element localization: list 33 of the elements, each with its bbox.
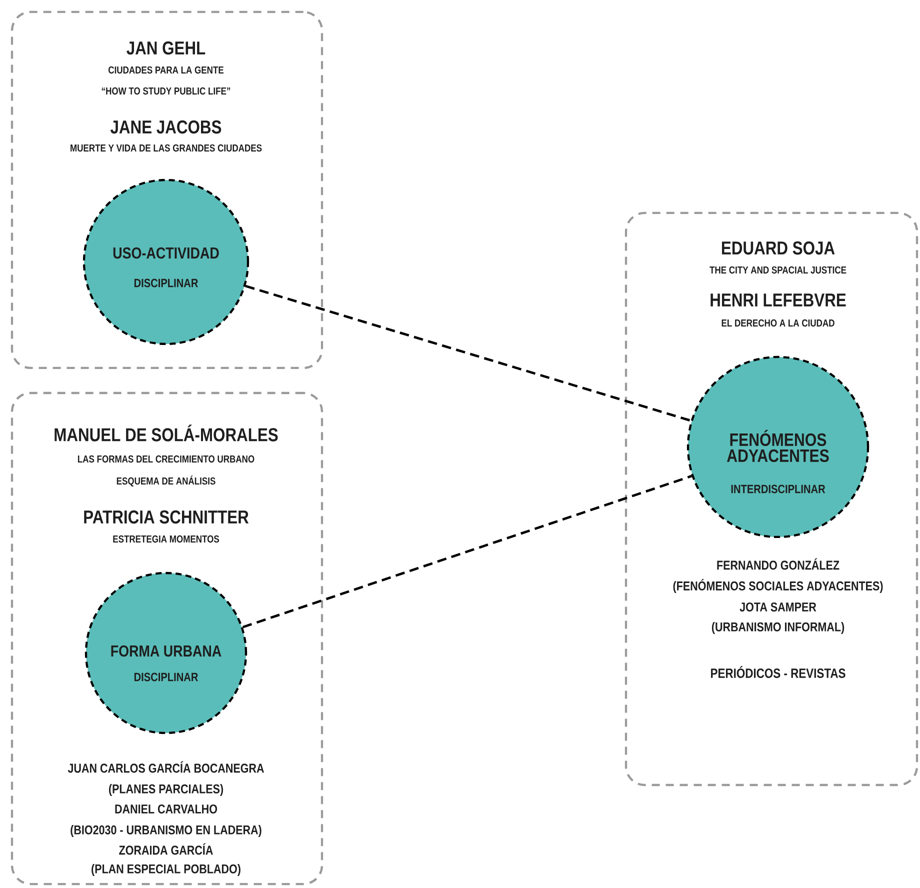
- work-title: ESQUEMA DE ANÁLISIS: [116, 476, 216, 486]
- work-title: EL DERECHO A LA CIUDAD: [722, 319, 834, 327]
- reference-text: DANIEL CARVALHO: [115, 804, 217, 814]
- reference-text: (BIO2030 - URBANISMO EN LADERA): [70, 825, 262, 837]
- work-title: MUERTE Y VIDA DE LAS GRANDES CIUDADES: [70, 144, 262, 152]
- work-title: ESTRETEGIA MOMENTOS: [113, 535, 220, 543]
- node-subtitle: DISCIPLINAR: [134, 278, 198, 288]
- reference-text: JUAN CARLOS GARCÍA BOCANEGRA: [68, 761, 264, 773]
- dashed-connector: [245, 284, 692, 422]
- work-title: LAS FORMAS DEL CRECIMIENTO URBANO: [78, 455, 254, 463]
- work-title: THE CITY AND SPACIAL JUSTICE: [710, 266, 846, 274]
- node-title: USO-ACTIVIDAD: [113, 247, 219, 259]
- author-name: PATRICIA SCHNITTER: [84, 510, 249, 524]
- reference-text: (URBANISMO INFORMAL): [712, 622, 844, 634]
- author-name: JANE JACOBS: [110, 120, 222, 134]
- dashed-connector: [242, 474, 692, 628]
- reference-text: ZORAIDA GARCÍA: [119, 843, 213, 855]
- author-name: EDUARD SOJA: [722, 241, 835, 255]
- reference-text: (PLANES PARCIALES): [109, 784, 224, 796]
- author-name: MANUEL DE SOLÁ-MORALES: [54, 424, 278, 442]
- reference-heading: PERIÓDICOS - REVISTAS: [711, 666, 846, 678]
- node-subtitle: INTERDISCIPLINAR: [731, 484, 826, 494]
- node-title: FORMA URBANA: [111, 645, 222, 657]
- reference-text: JOTA SAMPER: [740, 602, 816, 612]
- reference-text: FERNANDO GONZÁLEZ: [717, 558, 840, 570]
- node-title: FENÓMENOS ADYACENTES: [727, 430, 829, 462]
- reference-text: (PLAN ESPECIAL POBLADO): [92, 864, 240, 876]
- author-name: JAN GEHL: [126, 41, 206, 55]
- node-subtitle: DISCIPLINAR: [134, 672, 198, 682]
- work-title: CIUDADES PARA LA GENTE: [108, 66, 224, 74]
- reference-text: (FENÓMENOS SOCIALES ADYACENTES): [673, 579, 883, 593]
- author-name: HENRI LEFEBVRE: [710, 294, 846, 306]
- work-title: “HOW TO STUDY PUBLIC LIFE”: [102, 87, 230, 95]
